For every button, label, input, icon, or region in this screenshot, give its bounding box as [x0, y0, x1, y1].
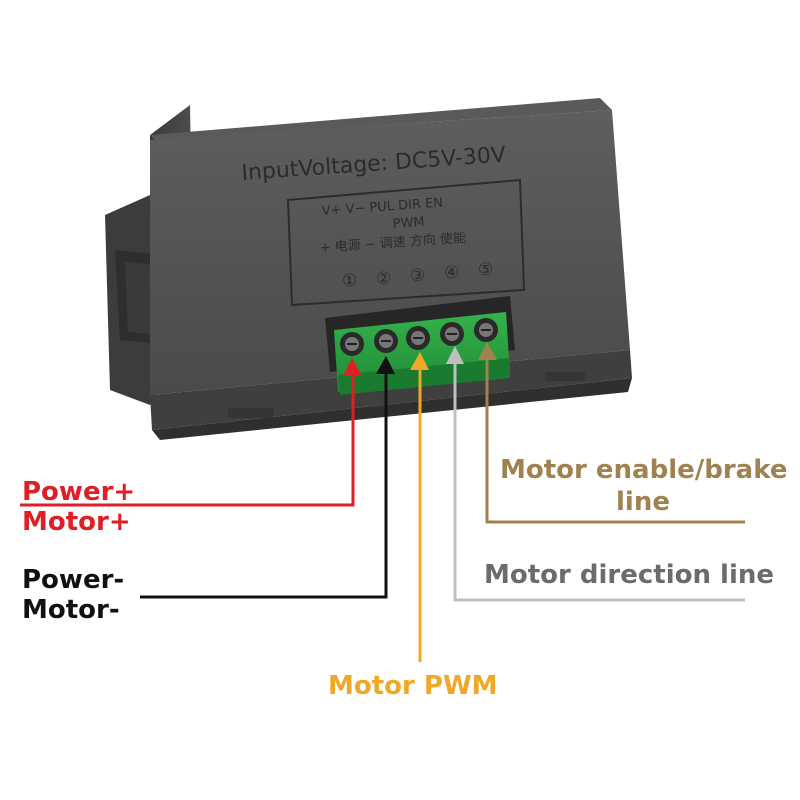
terminal-screws	[340, 318, 498, 356]
arrow-red	[20, 358, 362, 507]
pin-number-4: ④	[444, 263, 459, 283]
label-motor-pwm: Motor PWM	[328, 671, 498, 701]
arrow-brown	[478, 342, 745, 524]
pin-number-1: ①	[342, 271, 357, 291]
pin-number-3: ③	[410, 266, 425, 286]
label-motor-plus: Motor+	[22, 507, 131, 537]
pin-number-row: ① ② ③ ④ ⑤	[342, 260, 493, 291]
arrow-black	[140, 356, 395, 599]
label-motor-minus: Motor-	[22, 595, 120, 625]
label-enable-line1: Motor enable/brake	[500, 455, 788, 485]
label-power-minus: Power-	[22, 565, 125, 595]
terminal-screw-1	[340, 332, 364, 356]
label-enable-line2: line	[616, 487, 670, 517]
label-power-plus: Power+	[22, 477, 136, 507]
pin-labels-row2: PWM	[392, 215, 425, 232]
label-direction: Motor direction line	[484, 560, 775, 590]
terminal-screw-5	[474, 318, 498, 342]
arrow-gray	[446, 346, 745, 602]
pin-number-5: ⑤	[478, 260, 493, 280]
pin-number-2: ②	[376, 269, 391, 289]
terminal-screw-2	[374, 329, 398, 353]
terminal-screw-3	[406, 326, 430, 350]
arrow-orange	[410, 352, 429, 662]
terminal-screw-4	[440, 322, 464, 346]
